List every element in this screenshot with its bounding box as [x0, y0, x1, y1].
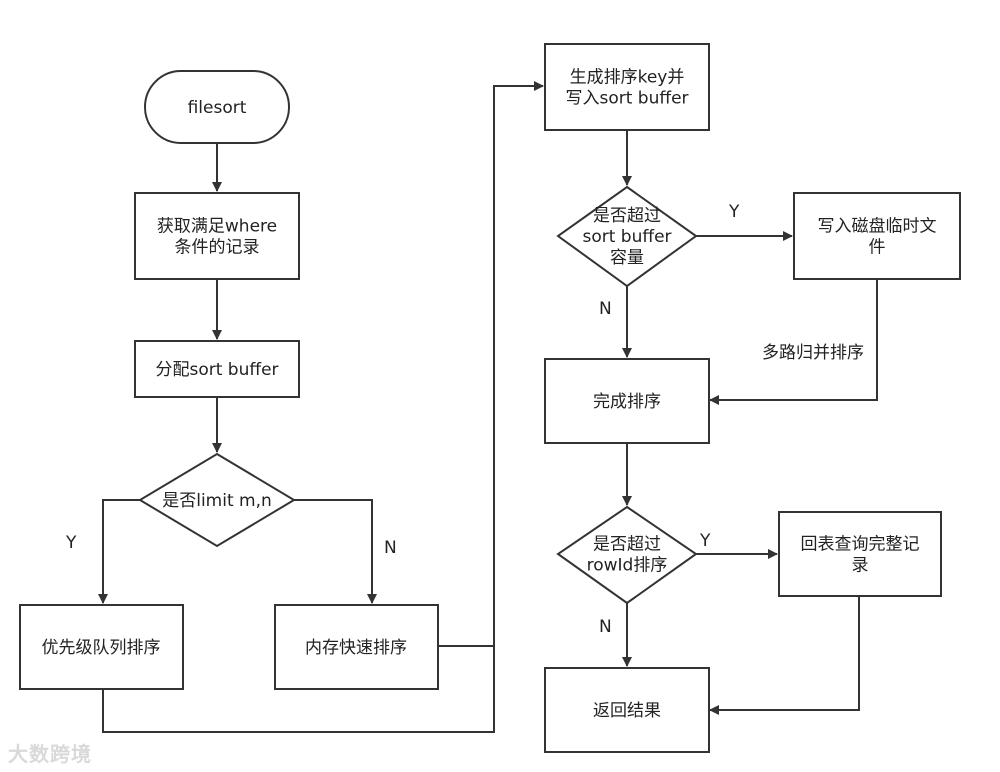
quick-sort-node [274, 604, 439, 690]
node-label-line: 条件的记录 [175, 238, 260, 258]
node-label-line: 优先级队列排序 [42, 638, 161, 658]
start-node [144, 70, 290, 144]
node-label-line: 回表查询完整记 [801, 535, 920, 555]
exceed-buffer-decision [556, 185, 698, 288]
edge-queue-to-genkey [102, 81, 544, 733]
edge-limit-yes [98, 499, 140, 604]
alloc-buffer-node [134, 340, 300, 398]
node-label-line: 获取满足where [157, 217, 277, 237]
write-disk-node [793, 192, 961, 280]
write-disk-label: 写入磁盘临时文件 [818, 217, 937, 258]
nodes [19, 43, 961, 753]
node-label-line: 写入磁盘临时文 [818, 217, 937, 237]
edge-labels: Y N Y N 多路归并排序 Y N [65, 202, 864, 637]
node-label-line: 写入sort buffer [565, 89, 688, 109]
node-label-line: 内存快速排序 [305, 638, 407, 658]
merge-label: 多路归并排序 [762, 343, 864, 363]
rowid-no-label: N [599, 617, 612, 637]
node-label-line: rowId排序 [587, 556, 668, 576]
node-label-line: 件 [869, 238, 886, 258]
buffer-no-label: N [599, 299, 612, 319]
alloc-buffer-label: 分配sort buffer [155, 360, 278, 380]
edge-merge [709, 279, 878, 405]
limit-yes-label: Y [65, 533, 77, 553]
is-limit-decision [138, 452, 296, 548]
return-result-label: 返回结果 [593, 701, 661, 721]
is-limit-label: 是否limit m,n [162, 491, 272, 511]
watermark: 大数跨境 [8, 742, 92, 766]
node-label-line: 分配sort buffer [155, 360, 278, 380]
limit-no-label: N [384, 538, 397, 558]
start-node-label: filesort [188, 98, 247, 118]
node-label-line: 是否超过 [593, 206, 661, 226]
node-label-line: 是否limit m,n [162, 491, 272, 511]
edges [98, 81, 878, 733]
gen-key-label: 生成排序key并写入sort buffer [565, 68, 688, 109]
gen-key-node [544, 43, 710, 131]
return-result-node [544, 667, 710, 753]
edge-lookup-to-return [709, 596, 860, 715]
finish-sort-label: 完成排序 [593, 392, 661, 412]
node-label-line: 容量 [610, 248, 644, 268]
node-label-line: sort buffer [582, 227, 671, 247]
node-label-line: 是否超过 [593, 535, 661, 555]
rowid-yes-label: Y [699, 531, 711, 551]
node-label-line: 生成排序key并 [570, 68, 685, 88]
priority-queue-label: 优先级队列排序 [42, 638, 161, 658]
table-lookup-node [778, 511, 942, 597]
finish-sort-node [544, 358, 710, 444]
edge-limit-no [294, 499, 377, 604]
node-label-line: 返回结果 [593, 701, 661, 721]
buffer-yes-label: Y [728, 202, 740, 222]
priority-queue-node [19, 604, 184, 690]
table-lookup-label: 回表查询完整记录 [801, 535, 920, 576]
node-label-line: 录 [852, 556, 869, 576]
quick-sort-label: 内存快速排序 [305, 638, 407, 658]
exceed-rowid-decision [556, 505, 698, 605]
node-label-line: 完成排序 [593, 392, 661, 412]
fetch-records-node [134, 192, 300, 280]
node-label-line: filesort [188, 98, 247, 118]
